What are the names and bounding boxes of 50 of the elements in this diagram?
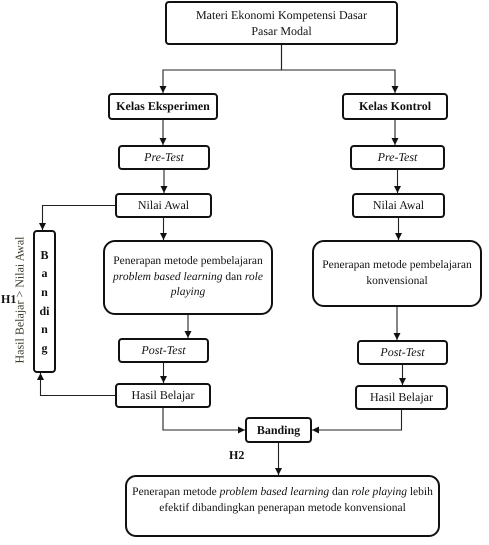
process-box [118, 338, 209, 363]
process-box [357, 340, 448, 365]
arrow [160, 218, 167, 240]
arrow [392, 120, 398, 145]
process-box [115, 383, 211, 408]
process-box [118, 145, 210, 170]
process-box [355, 385, 448, 410]
arrow [275, 443, 282, 475]
process-box [352, 193, 445, 218]
arrow [184, 315, 192, 338]
arrow [399, 365, 406, 385]
rounded-process-box [103, 240, 273, 315]
arrow [162, 408, 245, 434]
arrow [160, 120, 166, 145]
box-label: Hasil Belajar [370, 389, 433, 406]
box-label: Penerapan metode pembelajaran konvensional [321, 258, 473, 288]
arrow [280, 45, 398, 93]
arrow [394, 307, 400, 340]
process-box [245, 417, 312, 443]
box-label: Pre-Test [378, 149, 418, 166]
arrow [312, 410, 402, 434]
box-label: Penerapan metode problem based learning dan role playing lebih efektif dibandingkan penerapan metode konvensional [131, 485, 434, 516]
box-label: Kelas Eksperimen [116, 98, 210, 115]
rounded-process-box [312, 240, 482, 307]
arrow [37, 373, 115, 396]
vertical-box-label: Banding [38, 246, 50, 357]
hypothesis-label: H2 [229, 448, 244, 463]
hypothesis-label: H1 [1, 292, 16, 306]
process-box [33, 230, 56, 373]
process-box [115, 193, 212, 218]
arrow [394, 170, 401, 193]
box-label: Banding [256, 422, 300, 438]
arrow [160, 363, 167, 383]
arrow [39, 204, 115, 230]
process-box [342, 93, 448, 120]
box-label: Post-Test [141, 342, 186, 359]
rounded-process-box [125, 475, 440, 537]
process-box [350, 145, 445, 170]
box-label: Materi Ekonomi Kompetensi Dasar Pasar Modal [195, 6, 368, 40]
arrow [160, 170, 168, 193]
box-label: Hasil Belajar [132, 387, 194, 404]
arrow [395, 218, 402, 240]
process-box [108, 93, 218, 120]
box-label: Nilai Awal [138, 197, 190, 214]
box-label: Pre-Test [144, 149, 184, 166]
box-label: Penerapan metode pembelajaran problem based learning dan role playing [111, 254, 264, 300]
box-label: Nilai Awal [372, 197, 424, 214]
box-label: Post-Test [380, 344, 425, 361]
process-box [165, 1, 398, 45]
box-label: Kelas Kontrol [358, 98, 432, 115]
